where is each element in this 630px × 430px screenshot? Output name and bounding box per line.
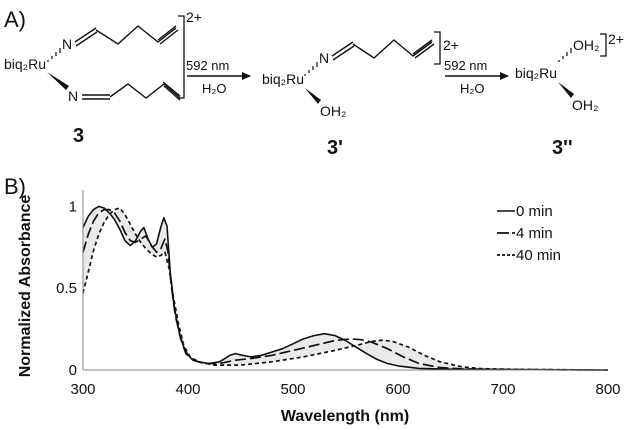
compound-3prime-metal: biq₂Ru bbox=[262, 71, 304, 87]
panel-a: A) biq₂Ru N N 2+ bbox=[4, 7, 624, 159]
compound-3prime-number: 3' bbox=[327, 137, 343, 159]
compound-3dprime-charge: 2+ bbox=[608, 31, 624, 47]
compound-3prime-bracket bbox=[434, 31, 441, 65]
y-tick-label: 1 bbox=[69, 198, 77, 215]
legend-label-2: 40 min bbox=[516, 247, 561, 264]
x-tick-label: 600 bbox=[385, 381, 410, 398]
compound-3prime-chain bbox=[352, 39, 433, 59]
tick-labels: 300 400 500 600 700 800 0 0.5 1 bbox=[56, 198, 620, 398]
y-axis-label: Normalized Absorbance bbox=[17, 195, 34, 378]
reaction-1-wavelength: 592 nm bbox=[186, 58, 229, 73]
compound-3prime-water: OH₂ bbox=[320, 103, 346, 119]
compound-3prime-nitrile bbox=[331, 41, 354, 57]
reaction-2-wavelength: 592 nm bbox=[444, 58, 487, 73]
compound-3dprime-hashed-bond bbox=[558, 48, 572, 62]
compound-3-alkyne-top bbox=[157, 25, 177, 41]
series-line-1 bbox=[82, 208, 609, 371]
legend-label-1: 4 min bbox=[516, 225, 553, 242]
compound-3-chain-top bbox=[95, 25, 177, 45]
compound-3-number: 3 bbox=[73, 125, 84, 147]
series-lines bbox=[82, 205, 609, 371]
y-tick-label: 0 bbox=[69, 362, 77, 379]
compound-3prime-nitrogen: N bbox=[319, 50, 329, 66]
compound-3-hashed-bond bbox=[47, 48, 61, 62]
compound-3dprime-water-top: OH₂ bbox=[573, 37, 599, 53]
compound-3-charge: 2+ bbox=[186, 9, 202, 25]
compound-3prime-hashed-bond bbox=[304, 62, 318, 76]
series-line-2 bbox=[82, 207, 609, 371]
compound-3-nitrogen-bottom: N bbox=[68, 88, 78, 104]
compound-3prime-charge: 2+ bbox=[443, 37, 459, 53]
compound-3-nitrile-top bbox=[74, 27, 97, 43]
spectrum-chart: 300 400 500 600 700 800 0 0.5 1 Normalized Absor… bbox=[17, 190, 621, 425]
chart-axes bbox=[82, 190, 608, 371]
compound-3prime-alkyne bbox=[412, 39, 433, 55]
compound-3-alkyne-bottom bbox=[162, 81, 181, 97]
compound-3dprime-metal: biq₂Ru bbox=[515, 65, 557, 81]
compound-3prime-bold-bond bbox=[305, 88, 321, 104]
compound-3-structure: biq₂Ru N N 2+ 3 bbox=[4, 9, 202, 147]
x-axis-label: Wavelength (nm) bbox=[281, 408, 409, 425]
compound-3dprime-water-bottom: OH₂ bbox=[572, 97, 598, 113]
panel-b: B) 300 400 500 600 700 800 0 0.5 1 Normalized Ab… bbox=[4, 174, 621, 425]
legend-label-0: 0 min bbox=[516, 203, 553, 220]
panel-a-label: A) bbox=[4, 7, 26, 32]
compound-3-nitrogen-top: N bbox=[62, 36, 72, 52]
reaction-arrow-1: 592 nm H₂O bbox=[186, 58, 251, 96]
x-tick-label: 300 bbox=[70, 381, 95, 398]
compound-3-metal: biq₂Ru bbox=[4, 56, 46, 72]
x-tick-label: 800 bbox=[595, 381, 620, 398]
y-tick-label: 0.5 bbox=[56, 280, 77, 297]
x-tick-label: 700 bbox=[490, 381, 515, 398]
legend: 0 min 4 min 40 min bbox=[497, 203, 561, 264]
reaction-2-reagent: H₂O bbox=[460, 81, 485, 96]
x-tick-label: 500 bbox=[280, 381, 305, 398]
reaction-arrow-2: 592 nm H₂O bbox=[444, 58, 509, 96]
compound-3dprime-bracket bbox=[600, 33, 607, 57]
compound-3-chain-bottom bbox=[109, 83, 181, 99]
compound-3-bracket bbox=[178, 15, 185, 99]
compound-3-bold-bond bbox=[47, 72, 69, 90]
reaction-1-reagent: H₂O bbox=[202, 81, 227, 96]
compound-3prime-structure: biq₂Ru N 2+ OH₂ 3' bbox=[262, 31, 459, 159]
compound-3dprime-structure: biq₂Ru OH₂ 2+ OH₂ 3'' bbox=[515, 31, 624, 159]
compound-3dprime-bold-bond bbox=[558, 82, 574, 98]
compound-3dprime-number: 3'' bbox=[552, 137, 573, 159]
panel-b-label: B) bbox=[4, 174, 26, 199]
x-tick-label: 400 bbox=[175, 381, 200, 398]
